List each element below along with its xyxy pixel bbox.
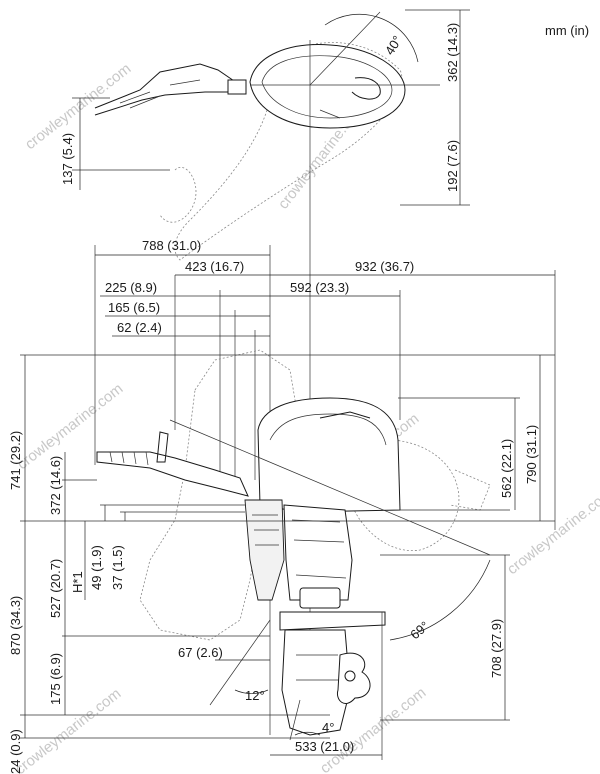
cowling-highlight — [269, 413, 387, 446]
dim-225-label: 225 (8.9) — [105, 280, 157, 295]
top-tiller-upper — [94, 63, 241, 109]
angle-69-arc — [389, 559, 491, 641]
dim-37-label: 37 (1.5) — [110, 545, 125, 590]
tiller-grip-lines — [109, 451, 149, 466]
midsection — [283, 504, 353, 601]
dim-24-label: 24 (0.9) — [8, 729, 23, 774]
right-dimensions: 562 (22.1) 790 (31.1) 708 (27.9) — [380, 355, 541, 721]
watermark-bottom-left: crowleymarine.com — [12, 685, 124, 774]
watermark-top-left: crowleymarine.com — [22, 60, 134, 153]
cowling — [257, 397, 401, 513]
watermark-mid-right: crowleymarine.com — [504, 485, 600, 578]
top-tiller-bracket — [227, 79, 247, 95]
lower-unit-lines — [296, 654, 340, 681]
lower-dimensions: 12° 67 (2.6) 4° 533 (21.0) 69° — [178, 559, 491, 760]
dim-788-label: 788 (31.0) — [142, 238, 201, 253]
top-tiller-label: 137 (5.4) — [60, 133, 75, 185]
tilt-ghost-left — [139, 349, 301, 641]
tilt-ghost-skeg — [449, 469, 491, 511]
dim-592-label: 592 (23.3) — [290, 280, 349, 295]
dim-533-label: 533 (21.0) — [295, 739, 354, 754]
top-tiller-grip — [119, 79, 201, 109]
top-view: 40° 362 (14.3) 192 (7.6) 137 (5.4) — [60, 9, 470, 735]
tiller-lever — [156, 431, 169, 463]
dim-741-label: 741 (29.2) — [8, 431, 23, 490]
top-cowling — [249, 44, 406, 129]
top-angle-arc — [324, 13, 419, 63]
top-cowling-inner — [261, 55, 393, 119]
angle-12-arc — [234, 689, 269, 694]
dim-175-label: 175 (6.9) — [48, 653, 63, 705]
top-rear-label: 192 (7.6) — [445, 140, 460, 192]
midsection-cover — [299, 587, 341, 609]
dim-423-label: 423 (16.7) — [185, 259, 244, 274]
top-cowling-vent — [351, 77, 381, 100]
clamp-bracket — [244, 499, 285, 601]
lower-unit — [281, 629, 351, 736]
dim-870-label: 870 (34.3) — [8, 596, 23, 655]
propeller — [336, 652, 371, 704]
angle-4-arc — [294, 731, 321, 736]
dim-932-label: 932 (36.7) — [355, 259, 414, 274]
angle-69-label: 69° — [407, 618, 432, 642]
propeller-hub — [344, 670, 356, 682]
top-swing-ghost — [174, 42, 403, 261]
angle-4-label: 4° — [322, 720, 334, 735]
dim-62-label: 62 (2.4) — [117, 320, 162, 335]
angle-4-ray — [289, 699, 301, 741]
tiller-handle — [96, 451, 249, 497]
top-cowling-seam — [319, 109, 341, 119]
tilt-axis-line — [169, 419, 491, 556]
top-angle-ray — [309, 11, 381, 86]
dim-49-label: 49 (1.9) — [89, 545, 104, 590]
clamp-bracket-ribs — [252, 514, 279, 546]
angle-12-label: 12° — [245, 688, 265, 703]
top-width-label: 362 (14.3) — [445, 23, 460, 82]
anti-ventilation-plate — [279, 611, 386, 631]
dim-527-label: 527 (20.7) — [48, 559, 63, 618]
dim-708-label: 708 (27.9) — [489, 619, 504, 678]
cowling-vent — [319, 411, 371, 419]
side-view — [96, 349, 491, 736]
top-tiller-lower — [94, 91, 240, 116]
dim-67-label: 67 (2.6) — [178, 645, 223, 660]
dim-562-label: 562 (22.1) — [499, 439, 514, 498]
horizontal-dimensions: 788 (31.0) 423 (16.7) 932 (36.7) 225 (8.… — [94, 238, 556, 735]
dim-372-label: 372 (14.6) — [48, 456, 63, 515]
dim-h-label: H*1 — [70, 571, 85, 593]
units-label: mm (in) — [545, 23, 589, 38]
top-swing-ghost-tiller — [159, 167, 197, 223]
top-angle-label: 40° — [382, 33, 405, 58]
reference-lines — [20, 354, 555, 739]
left-dimensions: 741 (29.2) 372 (14.6) 870 (34.3) 527 (20… — [8, 355, 126, 774]
angle-12-ray — [209, 619, 271, 706]
dim-165-label: 165 (6.5) — [108, 300, 160, 315]
dim-790-label: 790 (31.1) — [524, 425, 539, 484]
